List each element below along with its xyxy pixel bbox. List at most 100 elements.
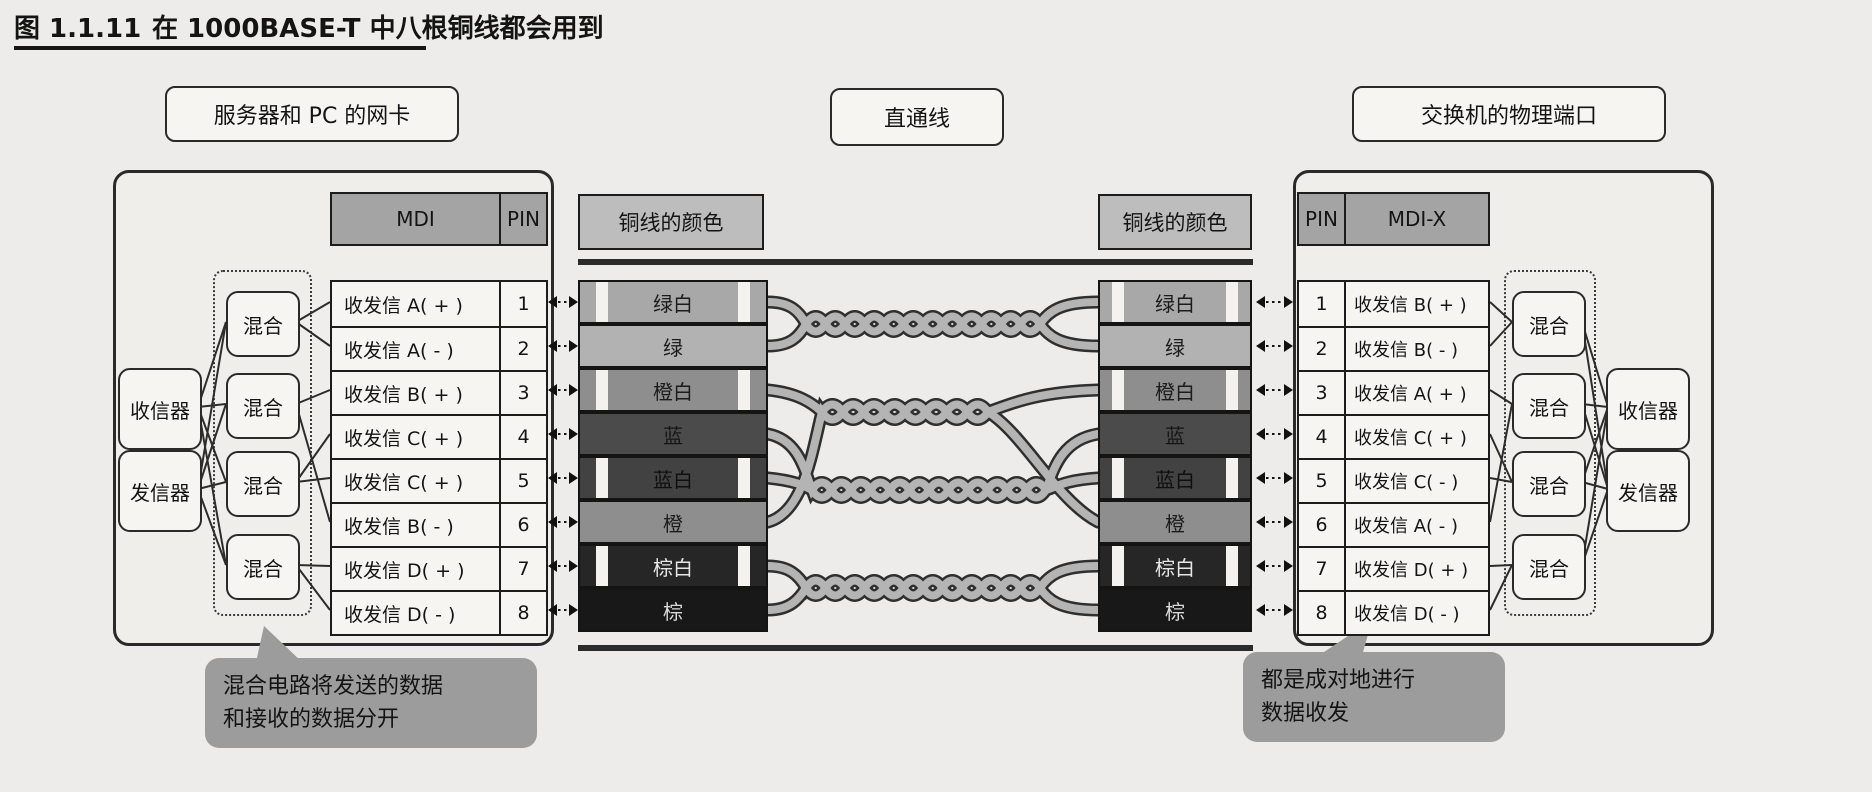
signal-cell: 收发信 A( - ) — [1354, 516, 1459, 537]
signal-cell: 收发信 C( + ) — [344, 427, 464, 450]
signal-cell: 收发信 B( - ) — [1354, 340, 1459, 361]
left-hybrid-2: 混合 — [226, 373, 300, 439]
twisted-pairs — [768, 302, 1098, 610]
wire-label: 橙白 — [653, 379, 693, 404]
right-receiver-box: 收信器 — [1606, 368, 1690, 450]
wire-right-7: 棕白 — [1098, 544, 1252, 588]
signal-cell: 收发信 A( + ) — [344, 294, 463, 317]
wire-label: 橙白 — [1155, 379, 1195, 404]
left-hybrid-3: 混合 — [226, 451, 300, 517]
wire-left-8: 棕 — [578, 588, 768, 632]
right-hybrid-connector-lines — [1489, 301, 1609, 611]
pin-cell: 2 — [499, 328, 546, 370]
right-callout-line2: 数据收发 — [1261, 701, 1350, 726]
table-row: 收发信 A( + ) 1 — [332, 282, 546, 326]
table-row: 收发信 B( + )3 — [332, 370, 546, 414]
wire-label: 蓝白 — [1155, 467, 1195, 492]
wire-label: 棕白 — [653, 555, 693, 580]
right-transmitter-box: 发信器 — [1606, 450, 1690, 532]
cable-label: 直通线 — [830, 88, 1004, 146]
wire-right-5: 蓝白 — [1098, 456, 1252, 500]
hybrid-label: 混合 — [243, 556, 283, 581]
right-hybrid-1: 混合 — [1512, 291, 1586, 357]
right-color-header-label: 铜线的颜色 — [1122, 211, 1228, 235]
table-row: 3 收发信 A( + ) — [1299, 370, 1488, 414]
pin-cell: 1 — [1299, 282, 1346, 326]
pin-cell: 6 — [499, 504, 546, 546]
table-row: 收发信 B( - ) 6 — [332, 502, 546, 546]
signal-cell: 收发信 B( - ) — [344, 515, 454, 538]
left-receiver-label: 收信器 — [130, 398, 190, 423]
pin-cell: 5 — [1299, 460, 1346, 502]
figure-label: 图 1.1.11 — [14, 14, 142, 44]
right-dotted-arrows — [1256, 296, 1293, 616]
wire-left-5: 蓝白 — [578, 456, 768, 500]
left-panel-title-label: 服务器和 PC 的网卡 — [213, 104, 411, 129]
wire-left-3: 橙白 — [578, 368, 768, 412]
wire-right-3: 橙白 — [1098, 368, 1252, 412]
signal-cell: 收发信 C( + ) — [1354, 428, 1467, 449]
wire-label: 绿 — [663, 335, 683, 360]
table-row: 8 收发信 D( - ) — [1299, 590, 1488, 634]
wire-right-6: 橙 — [1098, 500, 1252, 544]
table-row: 收发信 C( + ) 4 — [332, 414, 546, 458]
hybrid-label: 混合 — [1529, 313, 1569, 338]
right-panel-title: 交换机的物理端口 — [1352, 86, 1666, 142]
hybrid-label: 混合 — [1529, 473, 1569, 498]
pin-header-cell: PIN — [499, 194, 546, 244]
hybrid-label: 混合 — [1529, 556, 1569, 581]
table-row: 收发信 C( + ) 5 — [332, 458, 546, 502]
left-receiver-box: 收信器 — [118, 368, 202, 450]
pin-cell: 5 — [499, 460, 546, 502]
signal-cell: 收发信 C( + ) — [344, 471, 464, 494]
wire-label: 绿 — [1165, 335, 1185, 360]
wire-right-2: 绿 — [1098, 324, 1252, 368]
cable-sheath-lines — [578, 259, 1253, 651]
wire-label: 棕 — [663, 599, 683, 624]
hybrid-label: 混合 — [243, 313, 283, 338]
right-callout-line1: 都是成对地进行 — [1261, 668, 1416, 693]
pin-cell: 3 — [1299, 372, 1346, 414]
wire-right-1: 绿白 — [1098, 280, 1252, 324]
wire-left-1: 绿白 — [578, 280, 768, 324]
pin-cell: 3 — [499, 372, 546, 414]
pin-cell: 8 — [499, 592, 546, 634]
wire-label: 棕白 — [1155, 555, 1195, 580]
right-hybrid-3: 混合 — [1512, 451, 1586, 517]
left-hybrid-1: 混合 — [226, 291, 300, 357]
left-color-header-label: 铜线的颜色 — [618, 211, 724, 235]
signal-cell: 收发信 A( + ) — [1354, 384, 1467, 405]
left-transmitter-box: 发信器 — [118, 450, 202, 532]
pin-cell: 6 — [1299, 504, 1346, 546]
right-color-header: 铜线的颜色 — [1098, 194, 1252, 250]
left-panel-title: 服务器和 PC 的网卡 — [165, 86, 459, 142]
pin-cell: 1 — [499, 282, 546, 326]
pin-cell: 8 — [1299, 592, 1346, 634]
signal-cell: 收发信 C( - ) — [1354, 472, 1459, 493]
left-hybrid-4: 混合 — [226, 534, 300, 600]
right-panel-title-label: 交换机的物理端口 — [1420, 104, 1597, 129]
wire-label: 绿白 — [653, 291, 693, 316]
pin-header-cell: PIN — [1299, 194, 1346, 244]
wire-left-4: 蓝 — [578, 412, 768, 456]
wire-right-8: 棕 — [1098, 588, 1252, 632]
right-receiver-label: 收信器 — [1618, 398, 1678, 423]
table-row: 5 收发信 C( - ) — [1299, 458, 1488, 502]
pin-cell: 7 — [1299, 548, 1346, 590]
table-row: 6 收发信 A( - ) — [1299, 502, 1488, 546]
pin-cell: 4 — [499, 416, 546, 458]
title-underline — [14, 46, 426, 50]
left-transmitter-label: 发信器 — [130, 480, 190, 505]
wire-label: 蓝 — [663, 423, 683, 448]
left-mdi-table: 收发信 A( + )1 收发信 A( - )2 收发信 B( + )3 收发信 … — [330, 280, 548, 636]
left-dotted-arrows — [548, 296, 578, 616]
signal-cell: 收发信 D( + ) — [344, 559, 465, 582]
right-table-header: PIN MDI-X — [1297, 192, 1490, 246]
signal-cell: 收发信 D( - ) — [1354, 604, 1460, 625]
wire-label: 蓝白 — [653, 467, 693, 492]
